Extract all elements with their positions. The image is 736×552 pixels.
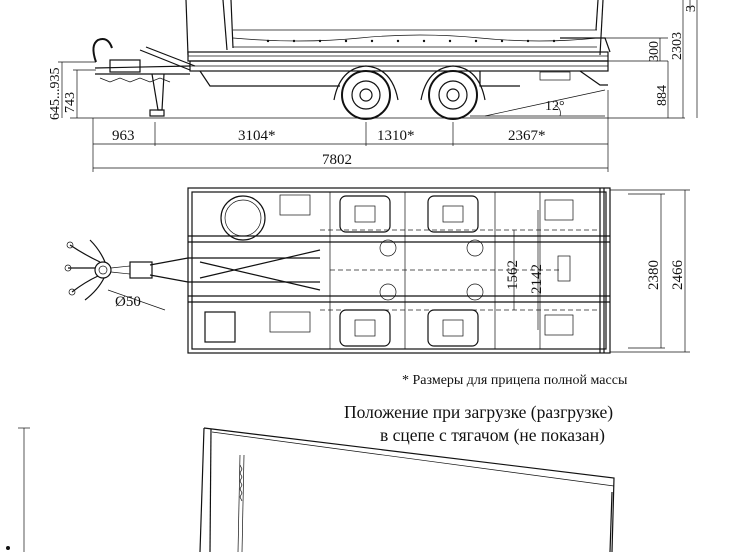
side-body	[185, 0, 611, 62]
top-wheels	[339, 195, 484, 347]
height-300-label: 300	[647, 41, 662, 62]
side-wheel-rear	[420, 65, 486, 120]
total-length-label: 7802	[322, 152, 352, 168]
tarp-hooks	[266, 39, 556, 43]
seg-2-label: 3104*	[238, 128, 276, 144]
side-frame	[189, 60, 609, 87]
height-top-label: 3	[684, 5, 699, 12]
hitch-height-label: 743	[63, 92, 78, 113]
track-inner-label: 1562	[505, 260, 521, 290]
seg-3-label: 1310*	[377, 128, 415, 144]
loading-position-view	[6, 427, 615, 552]
top-view: Ø50 1562 2142 2380 2466	[64, 187, 690, 354]
caption-line-1: Положение при загрузке (разгрузке)	[344, 402, 613, 422]
seg-1-label: 963	[112, 128, 135, 144]
height-range-label: 645...935	[48, 68, 63, 121]
height-2303-label: 2303	[670, 32, 685, 60]
width-body-label: 2380	[646, 260, 662, 290]
side-wheel-front	[333, 65, 399, 120]
side-drawbar	[92, 38, 196, 117]
width-total-label: 2466	[670, 260, 686, 291]
height-884-label: 884	[655, 85, 670, 106]
top-drawbar	[64, 239, 321, 311]
track-outer-label: 2142	[529, 264, 545, 294]
caption-line-2: в сцепе с тягачом (не показан)	[380, 425, 605, 445]
eye-diameter-label: Ø50	[115, 294, 141, 310]
angle-label: 12°	[545, 99, 565, 114]
length-dimensions: 963 3104* 1310* 2367* 7802	[92, 90, 609, 172]
seg-4-label: 2367*	[508, 128, 546, 144]
side-view: 12° 645...935 743 300 884 2303 3	[48, 0, 699, 172]
footnote: * Размеры для прицепа полной массы	[402, 373, 628, 388]
